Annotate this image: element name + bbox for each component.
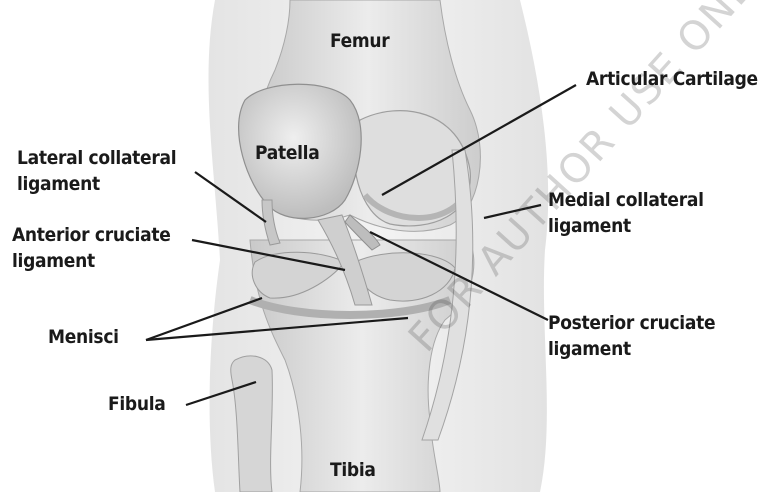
label-fibula: Fibula xyxy=(108,393,166,415)
label-medial-collateral-ligament: Medial collateral ligament xyxy=(548,187,704,239)
label-medial-collateral-line2: ligament xyxy=(548,215,631,237)
meniscus-rim xyxy=(248,296,452,319)
mcl-shape xyxy=(421,149,474,441)
leader-posterior-cruciate xyxy=(369,231,549,321)
leader-anterior-cruciate xyxy=(191,238,346,272)
label-posterior-cruciate-line1: Posterior cruciate xyxy=(548,312,716,334)
leader-articular-cartilage xyxy=(381,84,577,196)
label-anterior-cruciate-line2: ligament xyxy=(12,250,95,272)
leader-lateral-collateral xyxy=(194,171,267,223)
label-tibia: Tibia xyxy=(330,459,376,481)
lcl-shape xyxy=(261,199,281,246)
label-lateral-collateral-ligament: Lateral collateral ligament xyxy=(17,145,177,197)
label-patella: Patella xyxy=(255,142,320,164)
leader-fibula xyxy=(185,380,257,407)
label-menisci: Menisci xyxy=(48,326,119,348)
fibula-shape xyxy=(230,355,273,492)
femoral-condyle xyxy=(353,110,471,227)
patella-shape xyxy=(238,83,362,219)
leader-menisci-1 xyxy=(145,296,263,342)
leader-lines xyxy=(145,84,577,407)
label-anterior-cruciate-line1: Anterior cruciate xyxy=(12,224,171,246)
label-posterior-cruciate-ligament: Posterior cruciate ligament xyxy=(548,310,716,362)
acl-shape xyxy=(317,214,373,306)
meniscus-medial xyxy=(354,252,456,302)
leader-menisci-2 xyxy=(145,316,409,342)
label-medial-collateral-line1: Medial collateral xyxy=(548,189,704,211)
label-lateral-collateral-line2: ligament xyxy=(17,173,100,195)
label-femur: Femur xyxy=(330,30,390,52)
label-posterior-cruciate-line2: ligament xyxy=(548,338,631,360)
pcl-shape xyxy=(344,214,381,251)
label-anterior-cruciate-ligament: Anterior cruciate ligament xyxy=(12,222,171,274)
meniscus-lateral xyxy=(251,251,346,299)
label-lateral-collateral-line1: Lateral collateral xyxy=(17,147,177,169)
label-articular-cartilage: Articular Cartilage xyxy=(586,68,758,90)
leader-medial-collateral xyxy=(483,203,542,220)
